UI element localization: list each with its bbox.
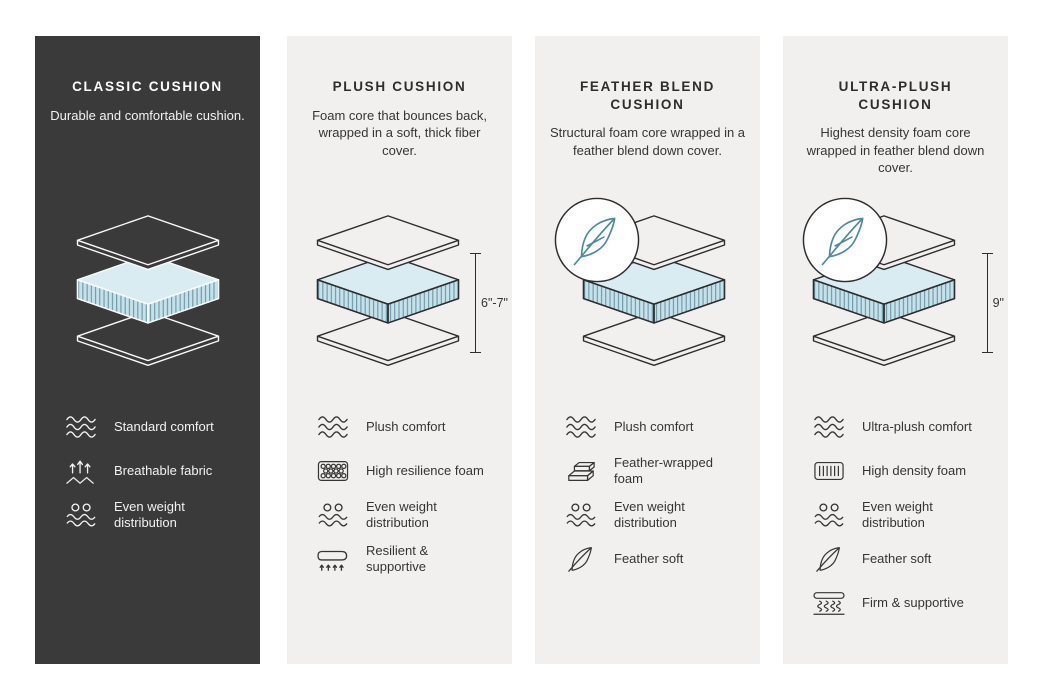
- card-description: Structural foam core wrapped in a feathe…: [549, 125, 746, 158]
- feather-badge-icon: [553, 196, 641, 284]
- dimension-label: 9": [992, 296, 1004, 310]
- cushion-card-ultra-plush: ULTRA-PLUSH CUSHION Highest density foam…: [783, 36, 1008, 664]
- card-title: ULTRA-PLUSH CUSHION: [838, 79, 953, 112]
- feature-label: Ultra-plush comfort: [862, 419, 972, 435]
- feature-item: Feather-wrapped foam: [561, 449, 752, 493]
- feather-wrapped-icon: [561, 456, 601, 486]
- feature-item: Feather soft: [561, 537, 752, 581]
- feature-label: Resilient & supportive: [366, 543, 429, 574]
- feature-label: Standard comfort: [114, 419, 214, 435]
- feature-item: Resilient & supportive: [313, 537, 504, 581]
- feature-label: High resilience foam: [366, 463, 484, 479]
- feature-list: Plush comfort Feather-wrapped foam Even …: [561, 405, 752, 581]
- cushion-illustration: [535, 214, 760, 375]
- feature-list: Plush comfort High resilience foam Even …: [313, 405, 504, 581]
- card-title: CLASSIC CUSHION: [72, 79, 223, 94]
- feature-item: High density foam: [809, 449, 1000, 493]
- feature-item: Even weight distribution: [809, 493, 1000, 537]
- breathable-icon: [61, 456, 101, 486]
- feature-label: Feather soft: [862, 551, 932, 567]
- card-description: Foam core that bounces back, wrapped in …: [312, 107, 487, 158]
- foam-density-icon: [809, 456, 849, 486]
- feature-item: Plush comfort: [561, 405, 752, 449]
- even-weight-icon: [313, 500, 353, 530]
- cushion-illustration: 6"-7": [287, 214, 512, 375]
- waves-icon: [313, 412, 353, 442]
- even-weight-icon: [809, 500, 849, 530]
- feature-item: Plush comfort: [313, 405, 504, 449]
- feather-badge-icon: [801, 196, 889, 284]
- waves-icon: [809, 412, 849, 442]
- feature-item: High resilience foam: [313, 449, 504, 493]
- resilient-icon: [313, 544, 353, 574]
- cushion-card-feather-blend: FEATHER BLEND CUSHION Structural foam co…: [535, 36, 760, 664]
- feature-item: Even weight distribution: [313, 493, 504, 537]
- even-weight-icon: [61, 500, 101, 530]
- cushion-card-classic: CLASSIC CUSHION Durable and comfortable …: [35, 36, 260, 664]
- dimension-line: [470, 253, 482, 353]
- feature-label: High density foam: [862, 463, 967, 479]
- cushion-illustration: 9": [783, 214, 1008, 375]
- dimension-label: 6"-7": [481, 296, 508, 310]
- feature-label: Feather-wrapped foam: [614, 455, 713, 486]
- feature-label: Firm & supportive: [862, 595, 964, 611]
- cushion-illustration: [35, 214, 260, 375]
- feature-label: Breathable fabric: [114, 463, 213, 479]
- feature-label: Even weight distribution: [862, 499, 933, 530]
- feature-item: Breathable fabric: [61, 449, 252, 493]
- feature-label: Even weight distribution: [114, 499, 185, 530]
- feature-label: Feather soft: [614, 551, 684, 567]
- card-title: FEATHER BLEND CUSHION: [579, 79, 716, 112]
- card-description: Highest density foam core wrapped in fea…: [806, 125, 985, 176]
- springs-icon: [809, 588, 849, 618]
- feature-label: Plush comfort: [614, 419, 694, 435]
- dimension-line: [981, 253, 993, 353]
- height-dimension: 9": [981, 253, 1004, 353]
- feature-label: Even weight distribution: [614, 499, 685, 530]
- card-title: PLUSH CUSHION: [332, 79, 467, 94]
- feather-icon: [809, 544, 849, 574]
- foam-bubbles-icon: [313, 456, 353, 486]
- cushion-card-plush: PLUSH CUSHION Foam core that bounces bac…: [287, 36, 512, 664]
- waves-icon: [561, 412, 601, 442]
- height-dimension: 6"-7": [470, 253, 508, 353]
- feature-item: Ultra-plush comfort: [809, 405, 1000, 449]
- feather-icon: [561, 544, 601, 574]
- feature-item: Even weight distribution: [61, 493, 252, 537]
- feature-label: Even weight distribution: [366, 499, 437, 530]
- feature-item: Firm & supportive: [809, 581, 1000, 625]
- feature-label: Plush comfort: [366, 419, 446, 435]
- feature-item: Even weight distribution: [561, 493, 752, 537]
- feature-list: Ultra-plush comfort High density foam Ev…: [809, 405, 1000, 625]
- waves-icon: [61, 412, 101, 442]
- cushion-layers-diagram: [308, 214, 468, 370]
- feature-item: Feather soft: [809, 537, 1000, 581]
- card-description: Durable and comfortable cushion.: [50, 107, 245, 123]
- feature-item: Standard comfort: [61, 405, 252, 449]
- feature-list: Standard comfort Breathable fabric Even …: [61, 405, 252, 537]
- cushion-layers-diagram: [68, 214, 228, 370]
- even-weight-icon: [561, 500, 601, 530]
